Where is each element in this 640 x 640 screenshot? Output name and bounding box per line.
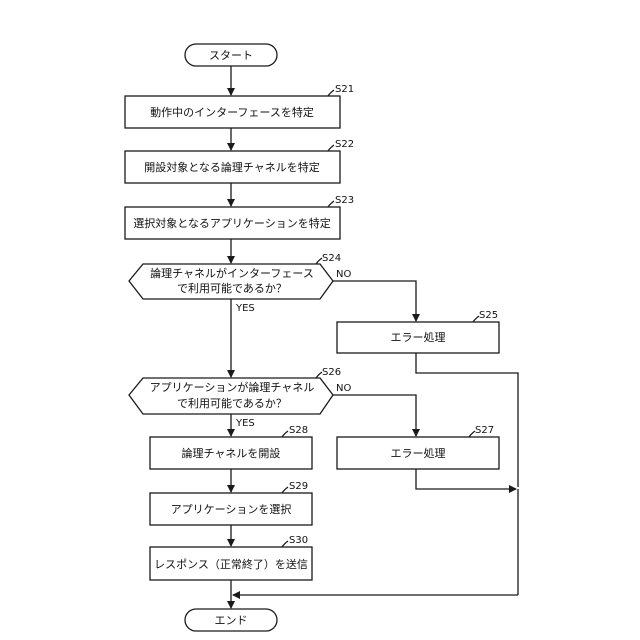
end-label: エンド	[215, 614, 248, 627]
decision-s26-line2: で利用可能であるか？	[177, 396, 287, 410]
decision-s24: 論理チャネルがインターフェース で利用可能であるか？ S24 NO YES	[129, 253, 351, 314]
step-s27-text: エラー処理	[391, 447, 446, 460]
step-s30-id: S30	[289, 535, 308, 546]
decision-s24-line2: で利用可能であるか？	[177, 281, 287, 295]
step-s25-text: エラー処理	[391, 331, 446, 344]
step-s29-text: アプリケーションを選択	[171, 502, 292, 516]
decision-s24-line1: 論理チャネルがインターフェース	[150, 266, 314, 280]
step-s25: エラー処理 S25	[337, 310, 499, 353]
arrow-s24-no-s25	[333, 281, 416, 321]
decision-s26-line1: アプリケーションが論理チャネル	[150, 380, 315, 394]
branch-s26-no: NO	[336, 383, 351, 394]
step-s24-id: S24	[322, 253, 341, 264]
start-terminal: スタート	[185, 44, 277, 66]
arrow-s26-no-s27	[333, 395, 416, 436]
step-s25-id: S25	[479, 310, 498, 321]
end-terminal: エンド	[185, 609, 277, 631]
step-s27-id: S27	[475, 425, 494, 436]
step-s23: 選択対象となるアプリケーションを特定 S23	[125, 195, 354, 239]
step-s28-id: S28	[289, 425, 308, 436]
branch-s24-no: NO	[336, 269, 351, 280]
start-label: スタート	[209, 49, 253, 62]
branch-s26-yes: YES	[235, 418, 255, 429]
decision-s26: アプリケーションが論理チャネル で利用可能であるか？ S26 NO YES	[129, 367, 351, 429]
step-s21: 動作中のインターフェースを特定 S21	[125, 84, 354, 128]
step-s22-id: S22	[335, 139, 354, 150]
branch-s24-yes: YES	[235, 303, 255, 314]
step-s26-id: S26	[322, 367, 341, 378]
step-s22-text: 開設対象となる論理チャネルを特定	[144, 160, 320, 174]
step-s23-text: 選択対象となるアプリケーションを特定	[133, 216, 330, 230]
step-s27: エラー処理 S27	[337, 425, 499, 469]
step-s23-id: S23	[335, 195, 354, 206]
arrow-s27-merge	[416, 469, 516, 489]
step-s28-text: 論理チャネルを開設	[182, 446, 281, 460]
step-s30-text: レスポンス（正常終了）を送信	[154, 557, 308, 571]
step-s21-text: 動作中のインターフェースを特定	[150, 105, 314, 119]
step-s21-id: S21	[335, 84, 354, 95]
step-s22: 開設対象となる論理チャネルを特定 S22	[125, 139, 354, 183]
step-s29-id: S29	[289, 481, 308, 492]
